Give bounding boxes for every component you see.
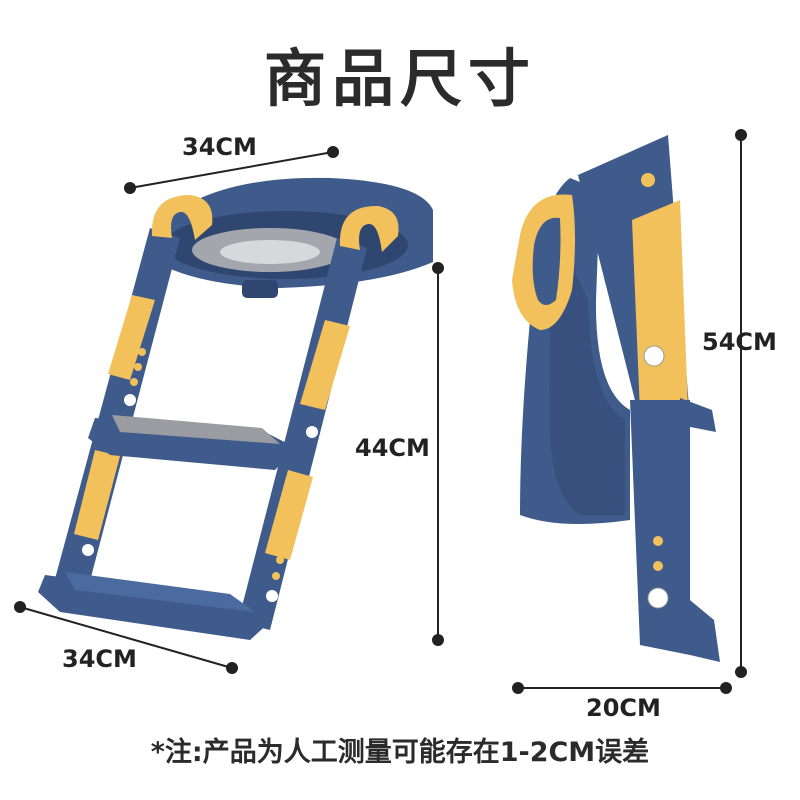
ladder-height-label: 44CM bbox=[355, 434, 430, 462]
total-height-bottom-dot bbox=[735, 666, 747, 678]
step-stool-side-view-icon bbox=[512, 135, 720, 662]
total-height-top-dot bbox=[735, 129, 747, 141]
depth-end-dot bbox=[720, 682, 732, 694]
depth-start-dot bbox=[512, 682, 524, 694]
base-width-start-dot bbox=[14, 601, 26, 613]
step-stool-front-view-icon bbox=[38, 177, 433, 640]
depth-label: 20CM bbox=[586, 694, 661, 722]
base-width-label: 34CM bbox=[62, 645, 137, 673]
seat-width-end-dot bbox=[327, 146, 339, 158]
ladder-height-bottom-dot bbox=[432, 634, 444, 646]
dimension-lines bbox=[14, 129, 747, 694]
seat-width-label: 34CM bbox=[182, 133, 257, 161]
ladder-height-top-dot bbox=[432, 262, 444, 274]
base-width-end-dot bbox=[226, 662, 238, 674]
seat-width-line bbox=[129, 151, 334, 189]
total-height-label: 54CM bbox=[702, 328, 777, 356]
seat-width-start-dot bbox=[124, 182, 136, 194]
page-title: 商品尺寸 bbox=[263, 42, 536, 115]
measurement-note: *注:产品为人工测量可能存在1-2CM误差 bbox=[150, 737, 650, 768]
base-width-line bbox=[19, 606, 233, 669]
